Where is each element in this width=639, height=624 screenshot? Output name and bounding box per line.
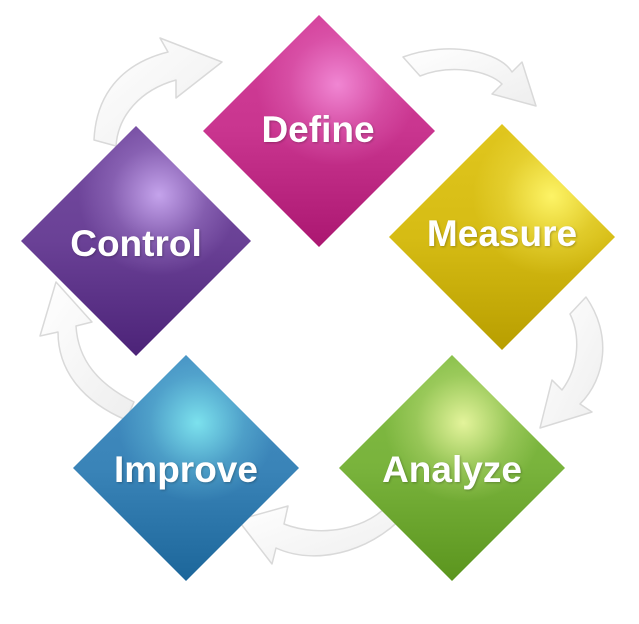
diamond-highlight-analyze bbox=[339, 355, 565, 581]
step-diamond-improve bbox=[73, 355, 299, 581]
step-diamonds bbox=[21, 15, 615, 581]
diamond-highlight-improve bbox=[73, 355, 299, 581]
arrow-define-to-measure-icon bbox=[402, 48, 537, 107]
step-diamond-control bbox=[21, 126, 251, 356]
arrow-measure-to-analyze-icon bbox=[539, 296, 604, 429]
arrow-control-to-define-icon bbox=[93, 37, 223, 147]
step-diamond-analyze bbox=[339, 355, 565, 581]
diamond-highlight-measure bbox=[389, 124, 615, 350]
step-diamond-define bbox=[203, 15, 435, 247]
step-diamond-measure bbox=[389, 124, 615, 350]
arrow-improve-to-control-icon bbox=[39, 281, 135, 421]
diamond-highlight-control bbox=[21, 126, 251, 356]
cycle-arrows bbox=[39, 37, 604, 565]
diamond-highlight-define bbox=[203, 15, 435, 247]
